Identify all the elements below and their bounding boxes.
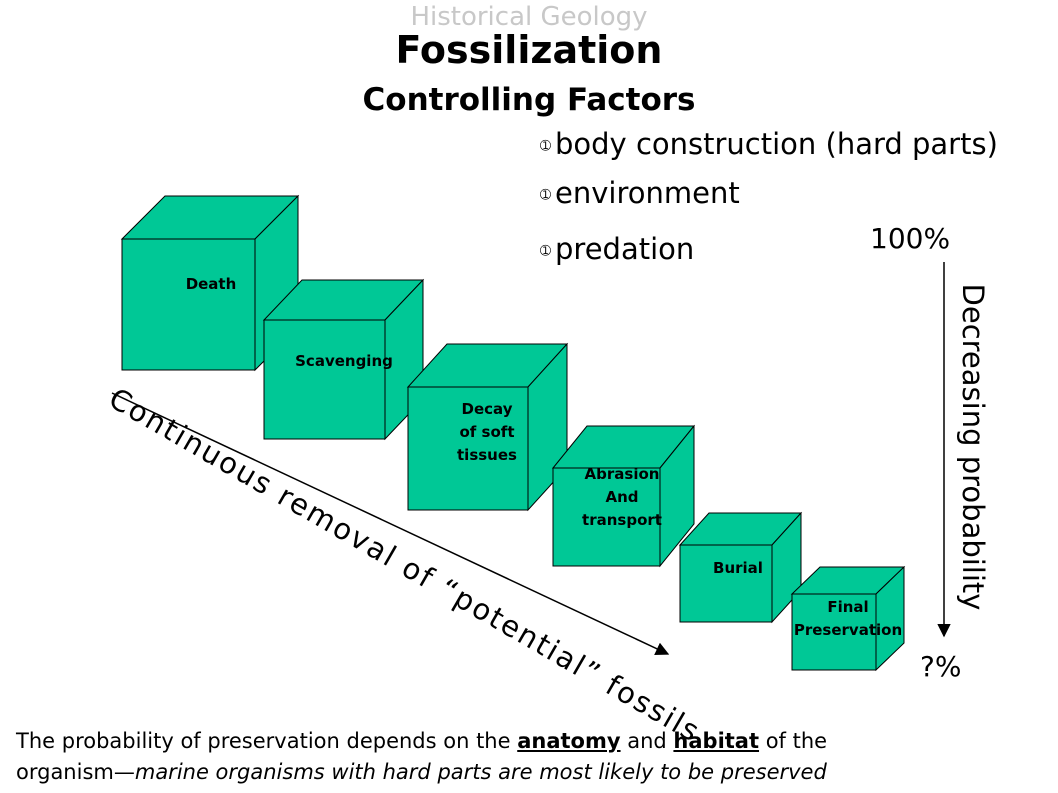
caption-line-2: organism—marine organisms with hard part…: [16, 757, 1056, 788]
caption-italic-text: marine organisms with hard parts are mos…: [134, 760, 827, 784]
cube-front-face: [263, 319, 386, 440]
page-subtitle: Controlling Factors: [362, 82, 696, 118]
cube-front-face: [552, 467, 661, 567]
stage-label-line: Death: [186, 275, 237, 293]
caption-text: organism—: [16, 760, 135, 784]
cube-front-face: [791, 593, 877, 671]
stage-label-line: Decay: [462, 400, 513, 418]
stage-label: Decay of soft tissues: [457, 400, 517, 464]
subject-heading: Historical Geology: [410, 2, 648, 32]
caption-line-1: The probability of preservation depends …: [16, 726, 1056, 757]
stage-label-line: of soft: [460, 423, 515, 441]
keyword-anatomy: anatomy: [517, 729, 621, 753]
probability-bottom-label: ?%: [920, 650, 962, 683]
removal-arrow: [111, 392, 670, 655]
stage-cube: Decay of soft tissues: [406, 342, 569, 512]
caption-text: of the: [759, 729, 828, 753]
stage-label-line: Preservation: [794, 621, 902, 639]
factor-text: body construction (hard parts): [555, 127, 998, 161]
stage-label-line: transport: [582, 511, 662, 529]
stage-cube: Burial: [678, 511, 803, 624]
stage-label: Scavenging: [295, 352, 393, 370]
stage-cube: Scavenging: [262, 278, 425, 441]
stage-label: Burial: [713, 559, 763, 577]
cube-front-face: [407, 386, 529, 511]
keyword-habitat: habitat: [673, 729, 760, 753]
factor-text: predation: [555, 232, 695, 266]
stage-label-line: Burial: [713, 559, 763, 577]
cube-front-face: [121, 238, 256, 371]
bullet-icon: ➀: [540, 138, 551, 154]
stage-label-line: Abrasion: [585, 465, 660, 483]
bullet-icon: ➀: [540, 243, 551, 259]
bullet-icon: ➀: [540, 187, 551, 203]
caption-text: and: [620, 729, 674, 753]
stage-label-line: Final: [827, 598, 868, 616]
factor-text: environment: [555, 176, 740, 210]
caption: The probability of preservation depends …: [16, 726, 1056, 788]
probability-axis-label: Decreasing probability: [956, 283, 990, 611]
probability-top-label: 100%: [870, 222, 951, 255]
stage-label-line: tissues: [457, 446, 517, 464]
stage-label: Death: [186, 275, 237, 293]
page-title: Fossilization: [395, 28, 663, 72]
cube-front-face: [679, 544, 773, 623]
caption-text: The probability of preservation depends …: [16, 729, 518, 753]
stage-label-line: And: [605, 488, 638, 506]
stage-label-line: Scavenging: [295, 352, 393, 370]
